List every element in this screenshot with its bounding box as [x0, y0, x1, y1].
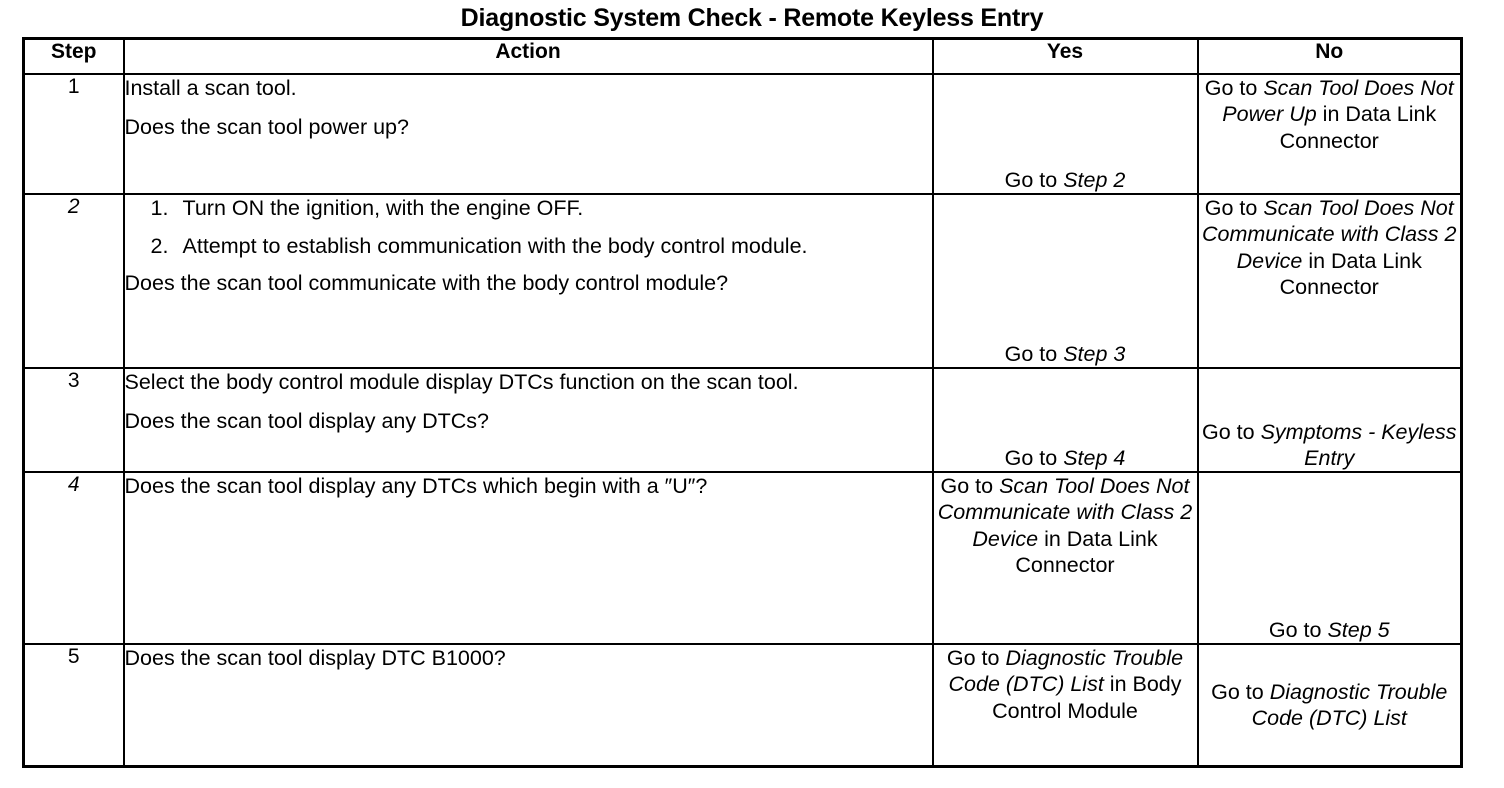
yes-result-cell: Go to Diagnostic Trouble Code (DTC) List… [931, 643, 1199, 768]
step-number-cell: 4 [22, 471, 125, 646]
column-header-yes: Yes [931, 37, 1199, 76]
reference-link[interactable]: Symptoms - Keyless Entry [1260, 419, 1457, 471]
reference-link[interactable]: Diagnostic Trouble Code (DTC) List [1251, 679, 1448, 730]
action-cell: Install a scan tool. Does the scan tool p… [122, 73, 934, 196]
step-number-cell: 2 [22, 193, 125, 370]
yes-result-cell: Go to Scan Tool Does Not Communicate wit… [931, 471, 1199, 646]
step-number-cell: 1 [22, 73, 125, 196]
step-number: 4 [67, 473, 80, 497]
step-number-cell: 5 [22, 643, 125, 768]
page-title: Diagnostic System Check - Remote Keyless… [460, 4, 1044, 32]
action-text: Does the scan tool power up? [124, 115, 409, 140]
reference-text: Go to [940, 474, 1000, 499]
table-row: 2 1.Turn ON the ignition, with the engine… [22, 193, 1463, 370]
no-result-cell: Go to Diagnostic Trouble Code (DTC) List [1196, 643, 1463, 768]
action-cell: Does the scan tool display DTC B1000? [122, 643, 934, 768]
action-text: Does the scan tool communicate with the … [124, 271, 729, 296]
column-header-step: Step [22, 37, 125, 76]
column-header-no: No [1196, 37, 1463, 76]
action-text: Select the body control module display D… [124, 370, 799, 395]
action-cell: 1.Turn ON the ignition, with the engine … [122, 193, 934, 370]
yes-result-cell: Go to Step 2 [931, 73, 1199, 196]
action-step-item: 1.Turn ON the ignition, with the engine … [125, 195, 932, 222]
reference-text: in Body Control Module [992, 672, 1182, 723]
action-cell: Does the scan tool display any DTCs whic… [122, 471, 934, 646]
reference-text: Go to [1204, 196, 1264, 221]
action-text: Does the scan tool display any DTCs whic… [124, 474, 708, 499]
no-result-cell: Go to Scan Tool Does Not Communicate wit… [1196, 193, 1463, 370]
reference-link[interactable]: Step 2 [1063, 168, 1126, 193]
reference-text: Go to [1202, 419, 1261, 444]
action-text: Does the scan tool display any DTCs? [124, 409, 489, 434]
table-body: 1 Install a scan tool. Does the scan tool … [22, 73, 1463, 768]
reference-link[interactable]: Step 4 [1063, 446, 1126, 471]
table-row: 5 Does the scan tool display DTC B1000? Go… [22, 643, 1463, 768]
diagnostic-steps-table: Step Action Yes No 1 Install a scan tool.… [22, 37, 1463, 768]
reference-text: Go to [1211, 679, 1270, 704]
reference-link[interactable]: Step 5 [1327, 618, 1390, 643]
reference-text: Go to [1268, 618, 1328, 643]
no-result-cell: Go to Scan Tool Does Not Power Up in Dat… [1196, 73, 1463, 196]
reference-text: Go to [1004, 168, 1064, 193]
action-step-item: 2.Attempt to establish communication wit… [125, 233, 932, 260]
reference-text: in Data Link Connector [1279, 102, 1437, 153]
step-number: 3 [67, 369, 80, 393]
reference-link[interactable]: Scan Tool Does Not Communicate with Clas… [1201, 196, 1457, 273]
step-number-cell: 3 [22, 367, 125, 474]
no-result-cell: Go to Symptoms - Keyless Entry [1196, 367, 1463, 474]
reference-text: Go to [946, 646, 1006, 671]
table-row: 1 Install a scan tool. Does the scan tool … [22, 73, 1463, 196]
action-cell: Select the body control module display D… [122, 367, 934, 474]
step-number: 1 [67, 75, 80, 99]
yes-result-cell: Go to Step 4 [931, 367, 1199, 474]
reference-text: Go to [1004, 446, 1064, 471]
reference-text: in Data Link Connector [1015, 526, 1158, 577]
list-marker: 2. [150, 234, 169, 259]
list-marker: 1. [150, 196, 169, 221]
action-text: Does the scan tool display DTC B1000? [124, 646, 506, 671]
reference-text: in Data Link Connector [1279, 248, 1422, 299]
table-row: 4 Does the scan tool display any DTCs whi… [22, 471, 1463, 646]
reference-link[interactable]: Scan Tool Does Not Communicate with Clas… [937, 474, 1193, 551]
action-step-list: 1.Turn ON the ignition, with the engine … [125, 195, 932, 260]
yes-result-cell: Go to Step 3 [931, 193, 1199, 370]
action-text: Install a scan tool. [124, 76, 297, 101]
step-number: 5 [67, 645, 80, 669]
reference-link[interactable]: Scan Tool Does Not Power Up [1222, 76, 1454, 127]
reference-link[interactable]: Diagnostic Trouble Code (DTC) List [948, 646, 1184, 697]
table-row: 3 Select the body control module display … [22, 367, 1463, 474]
column-header-action: Action [122, 37, 934, 76]
table-header-row: Step Action Yes No [22, 37, 1463, 76]
reference-text: Go to [1004, 342, 1064, 367]
reference-text: Go to [1204, 76, 1264, 101]
reference-link[interactable]: Step 3 [1063, 342, 1126, 367]
step-number: 2 [67, 195, 80, 219]
no-result-cell: Go to Step 5 [1196, 471, 1463, 646]
